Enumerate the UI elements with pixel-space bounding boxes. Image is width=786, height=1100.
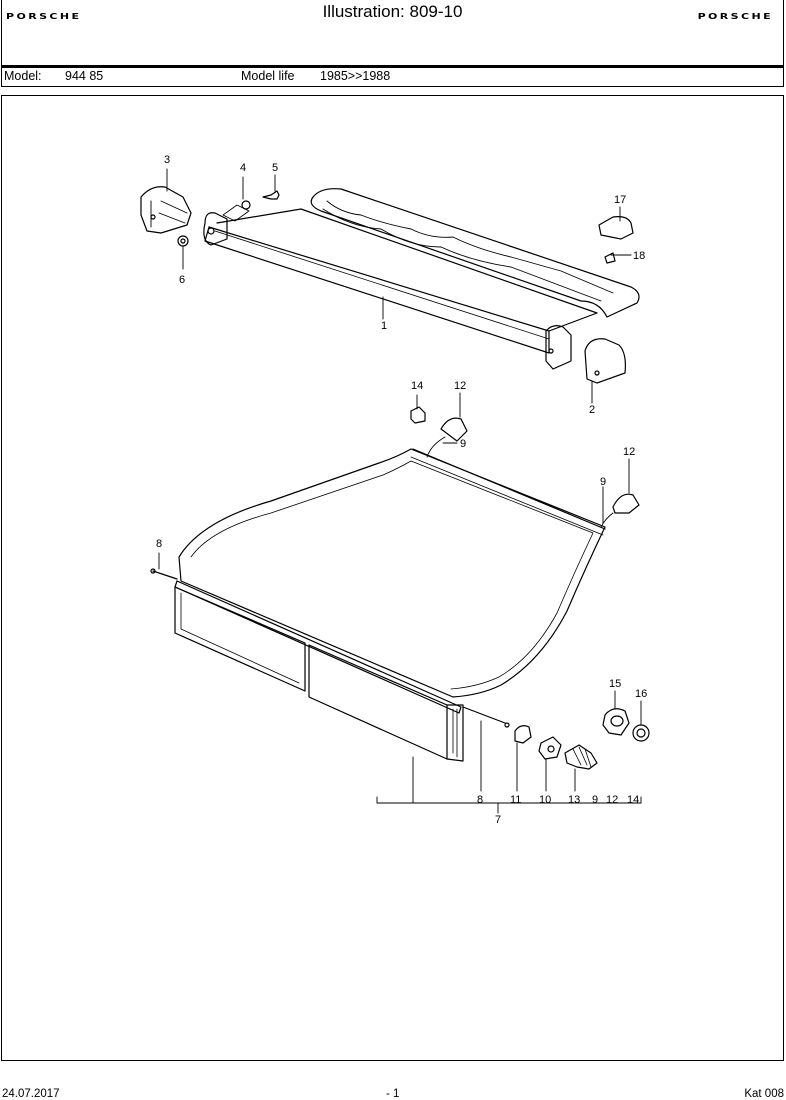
callout-14-bottom: 14 — [627, 794, 639, 806]
porsche-logo-right: PORSCHE — [697, 11, 773, 22]
part-10 — [538, 736, 562, 760]
callout-12-right: 12 — [623, 446, 635, 458]
handle-right — [612, 493, 640, 514]
callout-9-upper: 9 — [460, 438, 466, 450]
pin-right — [462, 706, 506, 724]
roller-end-left — [203, 212, 228, 246]
callout-3: 3 — [164, 154, 170, 166]
bracket-part-3 — [140, 186, 192, 234]
callout-16: 16 — [635, 688, 647, 700]
callout-5: 5 — [272, 162, 278, 174]
part-15 — [602, 708, 630, 736]
handle-upper — [440, 417, 468, 442]
parcel-panel — [310, 188, 640, 318]
callout-17: 17 — [614, 194, 626, 206]
model-life-label: Model life — [241, 69, 295, 83]
callout-18: 18 — [633, 250, 645, 262]
callout-4: 4 — [240, 162, 246, 174]
model-bar: Model: 944 85 Model life 1985>>1988 — [1, 68, 784, 87]
parts-diagram: 1 2 3 4 5 6 17 18 14 12 9 9 12 8 15 16 8… — [140, 154, 650, 826]
callout-7: 7 — [495, 814, 501, 826]
footer-page-number: - 1 — [386, 1088, 400, 1100]
footer-catalog: Kat 008 — [744, 1088, 784, 1100]
end-cap-part-2 — [584, 338, 626, 384]
callout-12-bottom: 12 — [606, 794, 618, 806]
callout-12-upper: 12 — [454, 380, 466, 392]
callout-13: 13 — [568, 794, 580, 806]
illustration-frame: 1 2 3 4 5 6 17 18 14 12 9 9 12 8 15 16 8… — [1, 95, 784, 1061]
illustration-title: Illustration: 809-10 — [322, 2, 463, 21]
part-16 — [632, 724, 650, 742]
roller-shade — [216, 208, 598, 332]
footer-date: 24.07.2017 — [2, 1088, 60, 1100]
callout-14-upper: 14 — [411, 380, 423, 392]
screw-part-18 — [604, 252, 616, 264]
callout-11: 11 — [510, 794, 521, 806]
callout-10: 10 — [539, 794, 551, 806]
washer-part-6 — [177, 235, 189, 247]
callout-8-bottom: 8 — [477, 794, 483, 806]
model-life-value: 1985>>1988 — [320, 69, 391, 83]
clip-part-14 — [410, 406, 426, 424]
cover-roller-bar — [174, 580, 462, 714]
part-13 — [564, 744, 598, 770]
callout-9-bottom: 9 — [592, 794, 598, 806]
roller-tube — [204, 226, 550, 354]
model-value: 944 85 — [65, 69, 104, 83]
callout-9-right: 9 — [600, 476, 606, 488]
cover-fabric — [178, 448, 606, 698]
part-11 — [514, 725, 532, 744]
roller-end-right — [545, 325, 572, 370]
porsche-logo-left: PORSCHE — [6, 11, 82, 22]
cassette-box — [174, 586, 306, 692]
clip-part-17 — [598, 216, 634, 240]
screw-part-5 — [262, 190, 280, 200]
pin-left — [152, 570, 178, 580]
callout-2: 2 — [589, 404, 595, 416]
callout-15: 15 — [609, 678, 621, 690]
header-divider — [1, 66, 784, 68]
callout-6: 6 — [179, 274, 185, 286]
callout-1: 1 — [381, 320, 387, 332]
model-label: Model: — [4, 69, 42, 83]
washer-part-4 — [241, 200, 251, 210]
page-header: PORSCHE Illustration: 809-10 PORSCHE — [1, 0, 784, 66]
callout-8-left: 8 — [156, 538, 162, 550]
